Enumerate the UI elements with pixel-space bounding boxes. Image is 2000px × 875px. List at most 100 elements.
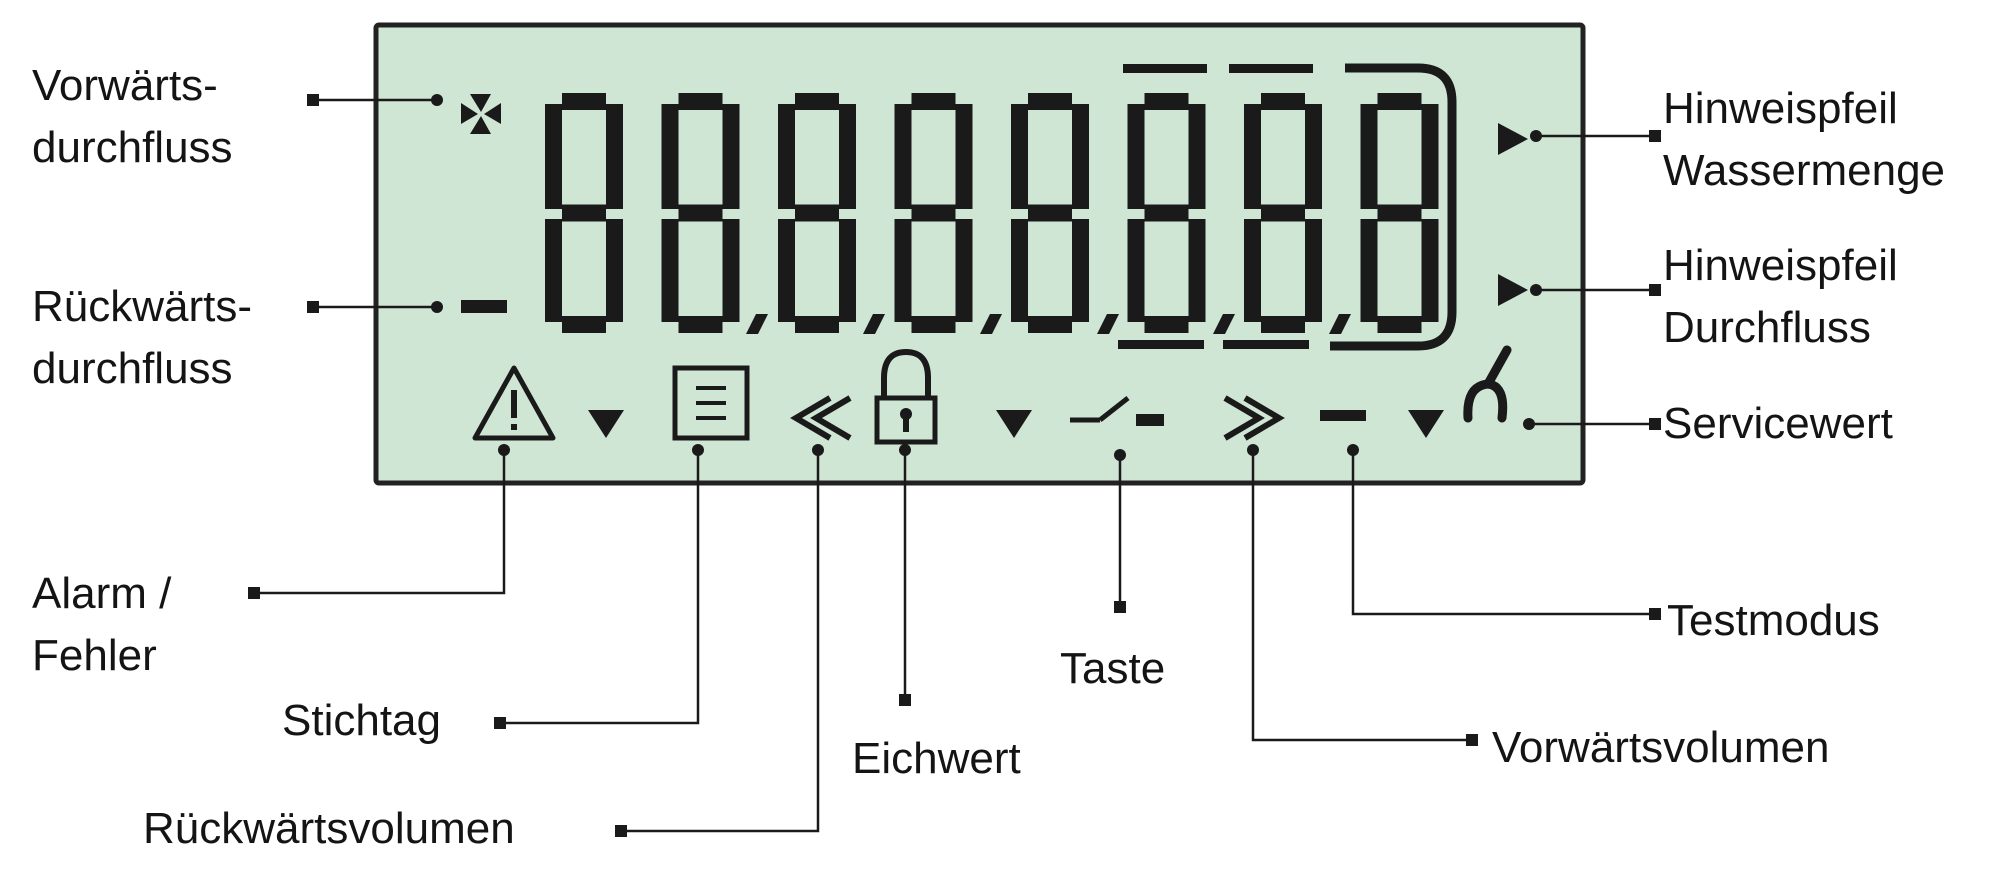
- down-triangle-icon: [1408, 410, 1444, 438]
- label-line: Testmodus: [1667, 596, 1880, 645]
- segment-c: [1188, 219, 1206, 322]
- segment-d: [562, 316, 606, 333]
- segment-g: [911, 204, 956, 222]
- decimal-separators: [746, 314, 1351, 334]
- segment-f: [1244, 104, 1261, 209]
- segment-e: [894, 219, 912, 322]
- segment-e: [1127, 219, 1145, 322]
- label-line: durchfluss: [32, 123, 233, 172]
- dash-icon: [1320, 410, 1366, 421]
- segment-b: [839, 104, 856, 209]
- segment-d: [678, 316, 723, 333]
- segment-c: [1072, 219, 1089, 322]
- decimal-bracket: [1118, 63, 1457, 351]
- label-taste: Taste: [1060, 638, 1165, 700]
- segment-d: [795, 316, 839, 333]
- segment-b: [1072, 104, 1089, 209]
- segment-b: [1188, 104, 1206, 209]
- label-line: durchfluss: [32, 344, 233, 393]
- decimal-comma: [746, 314, 768, 334]
- indicator-arrow-icon: [1498, 123, 1528, 155]
- label-line: Vorwärts-: [32, 61, 218, 110]
- segment-f: [661, 104, 679, 209]
- segment-c: [955, 219, 973, 322]
- segment-g: [1144, 204, 1189, 222]
- decimal-comma: [1213, 314, 1235, 334]
- down-triangle-icon: [588, 410, 624, 438]
- segment-g: [562, 204, 606, 222]
- segment-a: [678, 93, 723, 110]
- leader-squares: [248, 94, 1661, 837]
- segment-e: [1011, 219, 1028, 322]
- label-line: Servicewert: [1663, 399, 1893, 448]
- label-line: Vorwärtsvolumen: [1492, 723, 1830, 772]
- segment-b: [722, 104, 740, 209]
- segment-a: [911, 93, 956, 110]
- label-line: Rückwärts-: [32, 282, 253, 331]
- segment-d: [1144, 316, 1189, 333]
- label-rueckwaertsvolumen: Rückwärtsvolumen: [143, 798, 515, 860]
- seven-segment-digit: [661, 93, 740, 333]
- decimal-comma: [980, 314, 1002, 334]
- segment-d: [911, 316, 956, 333]
- decimal-comma: [1097, 314, 1119, 334]
- label-line: Fehler: [32, 631, 157, 680]
- segment-c: [1305, 219, 1322, 322]
- segment-g: [1028, 204, 1072, 222]
- label-eichwert: Eichwert: [852, 728, 1021, 790]
- decimal-comma: [1329, 314, 1351, 334]
- segment-a: [1028, 93, 1072, 110]
- segment-a: [1144, 93, 1189, 110]
- padlock-icon: [874, 348, 938, 445]
- leader-lines: [254, 98, 1655, 833]
- segment-e: [1244, 219, 1261, 322]
- seven-segment-digits: [545, 93, 1439, 333]
- label-line: Durchfluss: [1663, 303, 1871, 352]
- segment-f: [1127, 104, 1145, 209]
- seven-segment-digit: [1011, 93, 1089, 333]
- seven-segment-digit: [1360, 93, 1439, 333]
- service-wrench-icon: [1463, 345, 1512, 423]
- seven-segment-digit: [778, 93, 856, 333]
- segment-b: [1421, 104, 1439, 209]
- warning-triangle-icon: [472, 365, 556, 441]
- segment-e: [661, 219, 679, 322]
- segment-d: [1377, 316, 1422, 333]
- label-line: Hinweispfeil: [1663, 241, 1898, 290]
- segment-e: [778, 219, 795, 322]
- double-chevron-left-icon: [790, 395, 852, 441]
- segment-a: [795, 93, 839, 110]
- label-servicewert: Servicewert: [1663, 393, 1893, 455]
- switch-icon: [1070, 396, 1164, 426]
- double-chevron-right-icon: [1223, 395, 1285, 441]
- minus-sign-icon: [461, 300, 507, 313]
- label-vorwaertsdurchfluss: Vorwärts- durchfluss: [32, 55, 233, 179]
- seven-segment-digit: [1127, 93, 1206, 333]
- label-testmodus: Testmodus: [1667, 590, 1880, 652]
- segment-d: [1261, 316, 1305, 333]
- segment-f: [545, 104, 562, 209]
- segment-f: [1011, 104, 1028, 209]
- decimal-comma: [863, 314, 885, 334]
- segment-g: [795, 204, 839, 222]
- plus-sign-icon: [461, 94, 501, 134]
- segment-g: [1377, 204, 1422, 222]
- label-line: Wassermenge: [1663, 146, 1946, 195]
- segment-f: [778, 104, 795, 209]
- label-vorwaertsvolumen: Vorwärtsvolumen: [1492, 717, 1829, 779]
- segment-b: [1305, 104, 1322, 209]
- label-alarm-fehler: Alarm / Fehler: [32, 563, 171, 687]
- segment-a: [562, 93, 606, 110]
- segment-f: [894, 104, 912, 209]
- segment-e: [1360, 219, 1378, 322]
- document-list-icon: [672, 365, 750, 441]
- segment-f: [1360, 104, 1378, 209]
- segment-e: [545, 219, 562, 322]
- label-hinweispfeil-wassermenge: Hinweispfeil Wassermenge: [1663, 78, 1945, 202]
- segment-d: [1028, 316, 1072, 333]
- label-line: Eichwert: [852, 734, 1021, 783]
- leader-dots: [431, 94, 1542, 461]
- label-stichtag: Stichtag: [282, 690, 441, 752]
- segment-c: [1421, 219, 1439, 322]
